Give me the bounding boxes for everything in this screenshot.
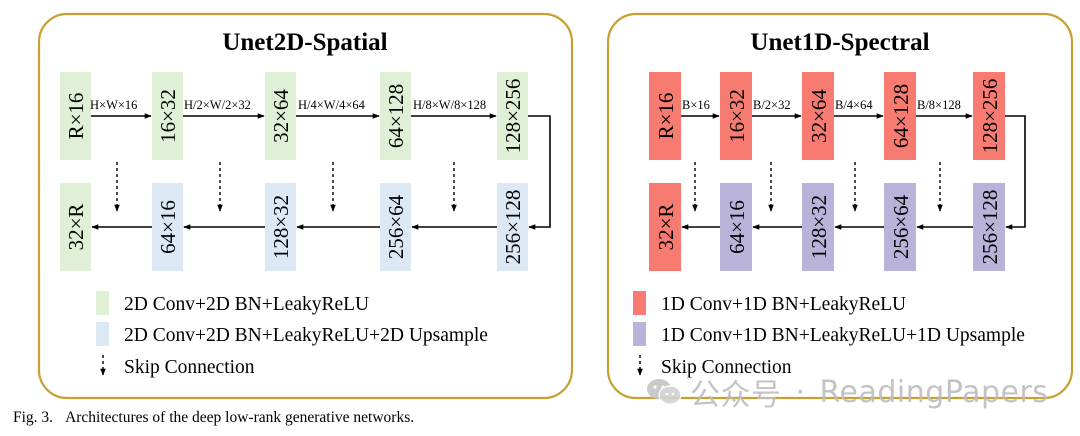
spatial-encoder-block-label: 16×32	[156, 89, 180, 143]
spatial-decoder-block-label: 128×32	[269, 195, 293, 259]
spatial-arrow-labels: H×W×16 H/2×W/2×32 H/4×W/4×64 H/8×W/8×128	[90, 98, 486, 112]
spectral-legend: 1D Conv+1D BN+LeakyReLU 1D Conv+1D BN+Le…	[633, 291, 1025, 378]
spatial-panel: Unet2D-Spatial R×16 16×32 32×64 64×128 1…	[37, 12, 574, 400]
conv-block	[720, 72, 752, 160]
spectral-arrow-label: B/2×32	[753, 98, 791, 112]
spectral-decoder-block-label: 64×16	[725, 200, 749, 254]
spatial-decoder-block-label: 64×16	[156, 200, 180, 254]
spatial-decoder-block-label: 256×128	[501, 190, 525, 265]
conv-block	[380, 72, 411, 160]
conv-block	[497, 72, 528, 160]
spatial-arrow-label: H/8×W/8×128	[413, 98, 486, 112]
spatial-legend: 2D Conv+2D BN+LeakyReLU 2D Conv+2D BN+Le…	[96, 291, 488, 378]
spatial-legend-upsample-swatch	[96, 322, 109, 346]
spatial-arrow-label: H/2×W/2×32	[184, 98, 251, 112]
spectral-encoder-block-label: 16×32	[725, 89, 749, 143]
spatial-encoder-block-label: 64×128	[384, 84, 408, 148]
spatial-arrow-label: H/4×W/4×64	[298, 98, 366, 112]
watermark-separator: ·	[795, 374, 806, 410]
conv-block	[973, 72, 1005, 160]
figure-caption: Fig. 3. Architectures of the deep low-ran…	[13, 409, 414, 427]
caption-text: Architectures of the deep low-rank gener…	[65, 409, 415, 426]
spectral-arrow-label: B×16	[682, 98, 710, 112]
spectral-frame	[606, 12, 1074, 400]
caption-label: Fig. 3.	[13, 409, 54, 426]
spectral-title: Unet1D-Spectral	[750, 29, 929, 56]
spectral-decoder-block-label: 32×R	[654, 204, 678, 251]
spatial-legend-conv-label: 2D Conv+2D BN+LeakyReLU	[124, 294, 369, 315]
spectral-panel: Unet1D-Spectral R×16 16×32 32×64 64×128 …	[606, 12, 1074, 400]
upsample-block	[497, 183, 528, 271]
conv-block	[649, 72, 681, 160]
spatial-frame	[37, 12, 574, 400]
watermark-left-text: 公众号	[690, 378, 782, 413]
spatial-legend-skip-label: Skip Connection	[124, 357, 255, 378]
spatial-encoder: R×16 16×32 32×64 64×128 128×256	[60, 72, 528, 160]
spatial-decoder: 32×R 64×16 128×32 256×64 256×128	[60, 183, 528, 271]
spectral-decoder-block-label: 256×64	[889, 194, 913, 259]
spatial-title: Unet2D-Spatial	[222, 29, 387, 56]
spectral-encoder-block-label: 64×128	[889, 84, 913, 148]
spatial-arrow-label: H×W×16	[90, 98, 137, 112]
spectral-decoder: 32×R 64×16 128×32 256×64 256×128	[649, 183, 1005, 271]
spectral-legend-upsample-swatch	[633, 322, 646, 346]
spectral-arrow-label: B/4×64	[835, 98, 873, 112]
spatial-encoder-block-label: 128×256	[501, 79, 525, 154]
spatial-skip-connections	[114, 162, 457, 212]
upsample-block	[884, 183, 916, 271]
conv-block	[802, 72, 834, 160]
conv-block	[60, 72, 91, 160]
spectral-encoder-block-label: 32×64	[807, 89, 831, 143]
spatial-bottleneck-arrow	[528, 115, 551, 230]
spectral-legend-conv-swatch	[633, 291, 646, 315]
watermark: 公众号 · ReadingPapers	[646, 372, 1049, 413]
spatial-decoder-block-label: 256×64	[384, 194, 408, 259]
upsample-block	[720, 183, 752, 271]
spatial-legend-upsample-label: 2D Conv+2D BN+LeakyReLU+2D Upsample	[124, 325, 488, 346]
spatial-encoder-block-label: 32×64	[269, 89, 293, 143]
upsample-block	[265, 183, 296, 271]
upsample-block	[152, 183, 183, 271]
spatial-decoder-block-label: 32×R	[64, 204, 88, 251]
upsample-block	[802, 183, 834, 271]
spectral-legend-upsample-label: 1D Conv+1D BN+LeakyReLU+1D Upsample	[661, 325, 1025, 346]
conv-block	[649, 183, 681, 271]
spectral-legend-skip-label: Skip Connection	[661, 357, 792, 378]
conv-block	[884, 72, 916, 160]
conv-block	[60, 183, 91, 271]
conv-block	[265, 72, 296, 160]
watermark-right-text: ReadingPapers	[819, 374, 1049, 410]
spectral-arrow-labels: B×16 B/2×32 B/4×64 B/8×128	[682, 98, 961, 112]
wechat-logo-icon	[646, 378, 682, 406]
upsample-block	[380, 183, 411, 271]
spectral-bottleneck-arrow	[1005, 115, 1026, 230]
spectral-decoder-block-label: 128×32	[807, 195, 831, 259]
spatial-legend-conv-swatch	[96, 291, 109, 315]
upsample-block	[973, 183, 1005, 271]
spectral-encoder-block-label: 128×256	[978, 79, 1002, 154]
spectral-encoder: R×16 16×32 32×64 64×128 128×256	[649, 72, 1005, 160]
spectral-legend-conv-label: 1D Conv+1D BN+LeakyReLU	[661, 294, 906, 315]
spectral-encoder-block-label: R×16	[654, 93, 678, 140]
spectral-skip-connections	[692, 162, 943, 212]
spectral-decoder-block-label: 256×128	[978, 190, 1002, 265]
spectral-arrow-label: B/8×128	[917, 98, 961, 112]
spatial-encoder-block-label: R×16	[64, 93, 88, 140]
conv-block	[152, 72, 183, 160]
